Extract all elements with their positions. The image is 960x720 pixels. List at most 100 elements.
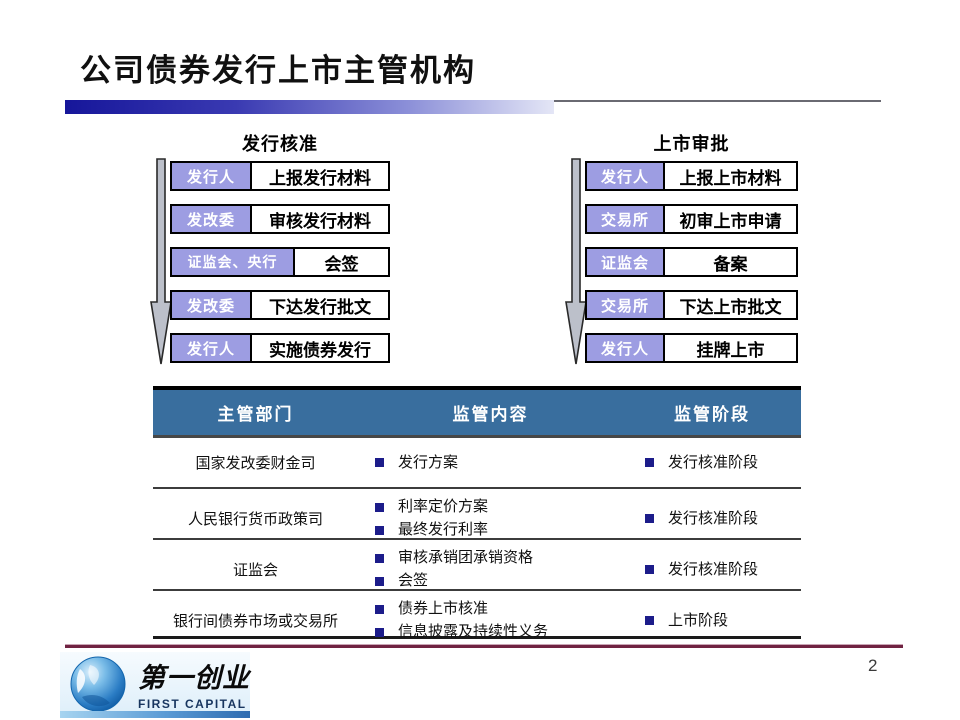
cell-contents: 审核承销团承销资格 会签 xyxy=(358,540,623,599)
flow-step: 交易所 下达上市批文 xyxy=(585,290,798,320)
step-actor: 交易所 xyxy=(587,206,665,232)
table-row: 证监会 审核承销团承销资格 会签 发行核准阶段 xyxy=(153,540,801,591)
bullet-item: 债券上市核准 xyxy=(375,599,623,619)
step-action: 挂牌上市 xyxy=(696,340,765,360)
logo-text: 第一创业 FIRST CAPITAL xyxy=(138,656,249,711)
square-bullet-icon xyxy=(645,514,654,523)
page-number: 2 xyxy=(868,656,878,675)
col-header-stage: 监管阶段 xyxy=(674,405,750,424)
cell-department: 人民银行货币政策司 xyxy=(187,511,323,528)
step-action: 审核发行材料 xyxy=(269,211,371,231)
step-actor: 发改委 xyxy=(172,206,252,232)
flow-step: 发行人 上报上市材料 xyxy=(585,161,798,191)
cell-stage: 发行核准阶段 xyxy=(623,453,801,473)
square-bullet-icon xyxy=(645,616,654,625)
table-header-row: 主管部门 监管内容 监管阶段 xyxy=(153,386,801,438)
bullet-item: 最终发行利率 xyxy=(375,520,623,540)
cell-stage: 发行核准阶段 xyxy=(623,509,801,529)
step-actor: 发行人 xyxy=(172,335,252,361)
regulator-table: 主管部门 监管内容 监管阶段 国家发改委财金司 发行方案 发行核准阶段 人民银行… xyxy=(153,386,801,640)
square-bullet-icon xyxy=(375,458,384,467)
cell-department: 证监会 xyxy=(232,562,278,579)
square-bullet-icon xyxy=(375,553,384,563)
cell-contents: 利率定价方案 最终发行利率 xyxy=(358,489,623,548)
flow-issuance-approval: 发行核准 发行人 上报发行材料 发改委 审核发行材料 证监会、央行 会签 发改委… xyxy=(145,130,395,375)
bullet-item: 发行方案 xyxy=(375,453,623,473)
square-bullet-icon xyxy=(375,604,384,614)
flow-listing-approval: 上市审批 发行人 上报上市材料 交易所 初审上市申请 证监会 备案 交易所 下达… xyxy=(560,130,805,375)
logo-underline-strip xyxy=(60,711,250,718)
step-actor: 发行人 xyxy=(587,335,665,361)
step-actor: 发改委 xyxy=(172,292,252,318)
flow-step: 发行人 挂牌上市 xyxy=(585,333,798,363)
bullet-item: 发行核准阶段 xyxy=(645,509,801,529)
bullet-text: 发行方案 xyxy=(398,453,459,471)
cell-contents: 债券上市核准 信息披露及持续性义务 xyxy=(358,591,623,650)
bullet-text: 会签 xyxy=(398,572,429,589)
flow-step: 发行人 上报发行材料 xyxy=(170,161,390,191)
table-row: 人民银行货币政策司 利率定价方案 最终发行利率 发行核准阶段 xyxy=(153,489,801,540)
title-divider-gradient-bar xyxy=(65,100,554,114)
flow-step: 证监会 备案 xyxy=(585,247,798,277)
step-action: 上报发行材料 xyxy=(269,168,371,188)
flow-listing-title: 上市审批 xyxy=(653,134,730,154)
bullet-item: 发行核准阶段 xyxy=(645,453,801,473)
bullet-text: 发行核准阶段 xyxy=(668,453,759,471)
bullet-item: 信息披露及持续性义务 xyxy=(375,622,623,642)
page-title: 公司债券发行上市主管机构 xyxy=(80,53,476,88)
square-bullet-icon xyxy=(645,565,654,574)
step-action: 下达上市批文 xyxy=(679,297,782,317)
square-bullet-icon xyxy=(375,502,384,512)
step-action: 会签 xyxy=(324,254,359,274)
bullet-text: 上市阶段 xyxy=(668,611,729,629)
title-divider xyxy=(65,100,881,116)
bullet-item: 利率定价方案 xyxy=(375,497,623,517)
flow-issuance-title: 发行核准 xyxy=(242,134,318,154)
flow-listing-steps: 发行人 上报上市材料 交易所 初审上市申请 证监会 备案 交易所 下达上市批文 … xyxy=(585,161,798,376)
bullet-text: 债券上市核准 xyxy=(398,600,489,617)
bullet-item: 审核承销团承销资格 xyxy=(375,548,623,568)
bullet-text: 发行核准阶段 xyxy=(668,560,759,578)
flow-step: 交易所 初审上市申请 xyxy=(585,204,798,234)
bullet-text: 最终发行利率 xyxy=(398,521,489,538)
company-logo: 第一创业 FIRST CAPITAL xyxy=(60,652,250,718)
cell-stage: 发行核准阶段 xyxy=(623,560,801,580)
flow-issuance-steps: 发行人 上报发行材料 发改委 审核发行材料 证监会、央行 会签 发改委 下达发行… xyxy=(170,161,390,376)
square-bullet-icon xyxy=(375,627,384,637)
table-row: 银行间债券市场或交易所 债券上市核准 信息披露及持续性义务 上市阶段 xyxy=(153,591,801,640)
col-header-department: 主管部门 xyxy=(217,405,294,424)
logo-english-name: FIRST CAPITAL xyxy=(138,697,247,711)
bullet-text: 审核承销团承销资格 xyxy=(398,549,534,566)
step-actor: 发行人 xyxy=(172,163,252,189)
globe-icon xyxy=(70,656,126,712)
flow-step: 证监会、央行 会签 xyxy=(170,247,390,277)
step-action: 初审上市申请 xyxy=(679,211,782,231)
cell-department: 银行间债券市场或交易所 xyxy=(172,613,338,630)
bullet-text: 信息披露及持续性义务 xyxy=(398,623,549,640)
down-arrow-icon xyxy=(150,158,172,365)
flow-step: 发改委 下达发行批文 xyxy=(170,290,390,320)
bullet-text: 利率定价方案 xyxy=(398,498,489,515)
cell-contents: 发行方案 xyxy=(358,445,623,481)
square-bullet-icon xyxy=(645,458,654,467)
col-header-content: 监管内容 xyxy=(452,405,529,424)
down-arrow-icon xyxy=(565,158,587,365)
step-action: 上报上市材料 xyxy=(679,168,782,188)
square-bullet-icon xyxy=(375,525,384,535)
step-actor: 证监会、央行 xyxy=(172,249,295,275)
square-bullet-icon xyxy=(375,576,384,586)
step-action: 备案 xyxy=(713,254,748,274)
table-row: 国家发改委财金司 发行方案 发行核准阶段 xyxy=(153,438,801,489)
step-actor: 发行人 xyxy=(587,163,665,189)
cell-department: 国家发改委财金司 xyxy=(195,455,316,472)
step-actor: 证监会 xyxy=(587,249,665,275)
bullet-text: 发行核准阶段 xyxy=(668,509,759,527)
flow-step: 发行人 实施债券发行 xyxy=(170,333,390,363)
step-action: 实施债券发行 xyxy=(269,340,371,360)
step-action: 下达发行批文 xyxy=(269,297,371,317)
step-actor: 交易所 xyxy=(587,292,665,318)
bullet-item: 上市阶段 xyxy=(645,611,801,631)
bullet-item: 发行核准阶段 xyxy=(645,560,801,580)
cell-stage: 上市阶段 xyxy=(623,611,801,631)
